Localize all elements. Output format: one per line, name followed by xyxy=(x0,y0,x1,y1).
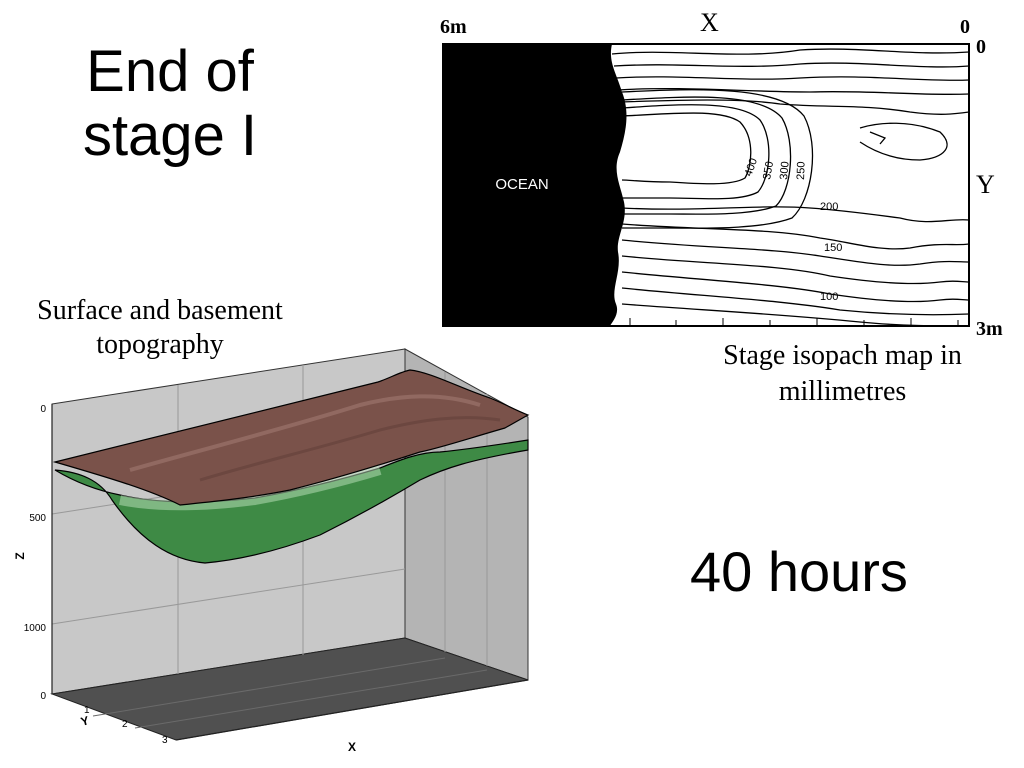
y-tick-0: 0 xyxy=(40,691,46,702)
z-tick-0: 0 xyxy=(40,404,46,415)
contour-label-350: 350 xyxy=(761,160,776,180)
map-x-left-label: 6m xyxy=(440,16,467,38)
contour-label-300: 300 xyxy=(778,161,792,180)
isopach-contours xyxy=(611,48,969,326)
contour-label-400: 400 xyxy=(743,157,761,178)
map-x-axis-label: X xyxy=(700,8,719,37)
x-axis-label: X xyxy=(348,740,356,754)
contour-label-150: 150 xyxy=(824,242,842,254)
map-y-bottom-label: 3m xyxy=(976,318,1003,340)
z-tick-500: 500 xyxy=(29,513,46,524)
y-tick-3: 3 xyxy=(162,735,168,746)
z-tick-1000: 1000 xyxy=(24,623,47,634)
y-tick-1: 1 xyxy=(84,705,90,716)
contour-label-200: 200 xyxy=(820,201,838,213)
contour-label-100: 100 xyxy=(820,291,838,303)
top-surface xyxy=(52,369,530,506)
ocean-label: OCEAN xyxy=(495,176,548,193)
topography-3d-plot: 0 500 1000 0 Z 1 2 3 Y X xyxy=(13,348,530,754)
topography-caption: Surface and basement topography xyxy=(37,295,283,360)
slide-title: End of stage I xyxy=(82,39,258,168)
map-x-right-label: 0 xyxy=(960,16,970,38)
isopach-map: OCEAN 400 350 300 250 200 150 100 xyxy=(442,43,970,327)
y-tick-2: 2 xyxy=(122,719,128,730)
elapsed-time-label: 40 hours xyxy=(690,540,908,603)
z-axis-label: Z xyxy=(13,552,27,559)
y-axis-label: Y xyxy=(79,713,90,729)
map-bottom-ticks xyxy=(629,318,959,326)
map-y-top-label: 0 xyxy=(976,36,986,58)
ocean-region xyxy=(443,44,627,326)
map-y-axis-label: Y xyxy=(976,170,995,199)
isopach-caption: Stage isopach map in millimetres xyxy=(723,340,962,407)
contour-label-250: 250 xyxy=(795,161,808,180)
